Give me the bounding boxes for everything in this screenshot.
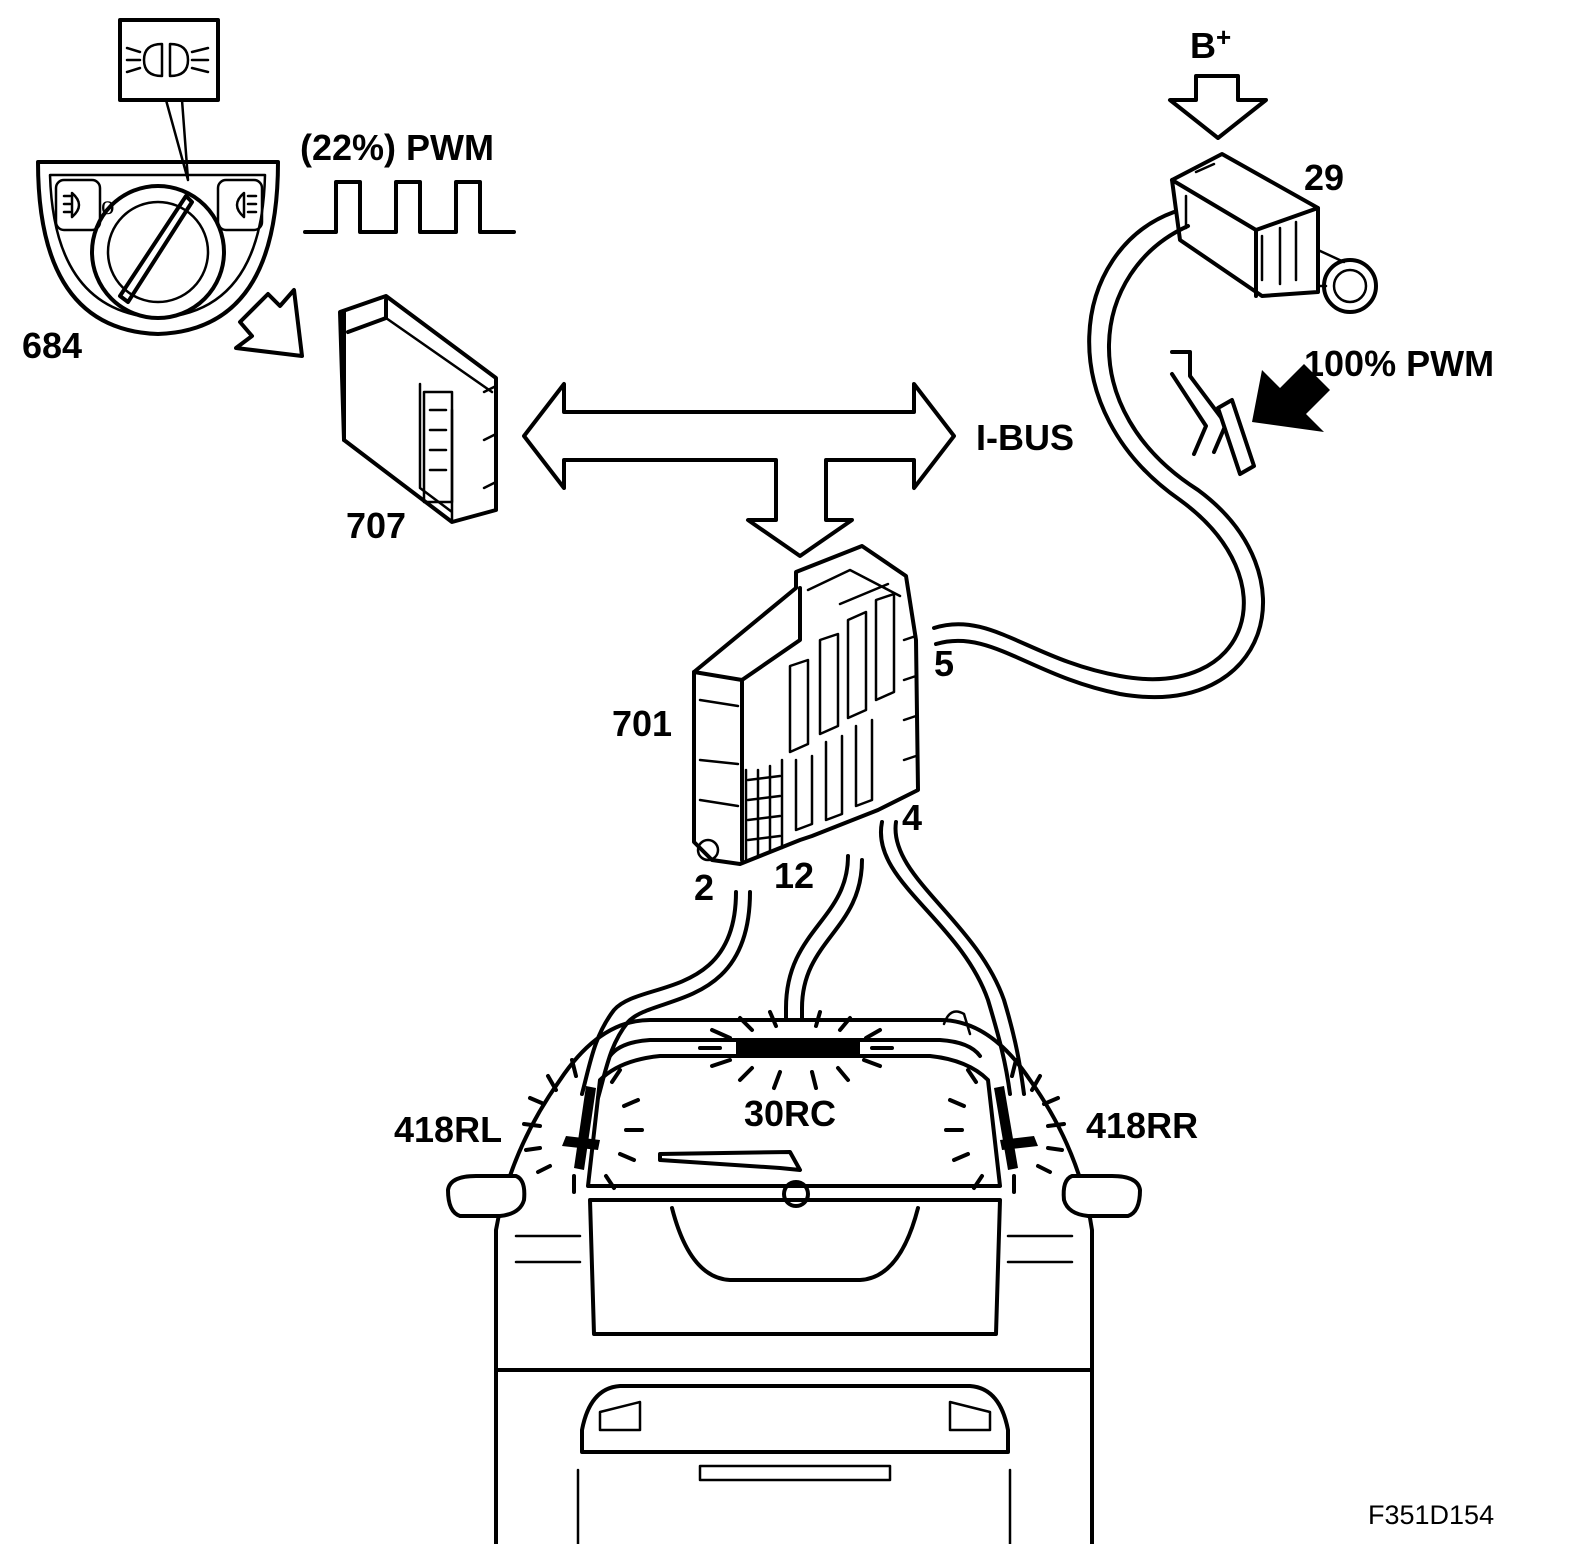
label-pin-12: 12 [774, 855, 814, 896]
brake-pedal [1170, 350, 1256, 476]
label-701: 701 [612, 703, 672, 744]
light-switch-684: o [36, 160, 280, 336]
label-pin-2: 2 [694, 867, 714, 908]
lamp-30rc [736, 1040, 860, 1056]
label-418rl: 418RL [394, 1109, 502, 1150]
label-418rr: 418RR [1086, 1105, 1198, 1146]
pedal-force-arrow [1252, 364, 1330, 432]
wire-29-to-pin5 [932, 210, 1265, 700]
fog-light-rear-icon [216, 178, 264, 232]
module-707 [338, 294, 498, 524]
figure-id: F351D154 [1368, 1500, 1494, 1530]
headlight-icon [125, 42, 210, 78]
label-707: 707 [346, 505, 406, 546]
vehicle-rear [446, 1010, 1142, 1544]
label-684: 684 [22, 325, 82, 366]
arrow-switch-to-707 [234, 288, 304, 358]
light-rays-30rc [698, 1010, 894, 1090]
label-29: 29 [1304, 157, 1344, 198]
label-battery: B+ [1190, 22, 1231, 66]
pwm-22-waveform [303, 180, 516, 234]
ibus-arrow [522, 382, 956, 558]
label-pin-4: 4 [902, 797, 922, 838]
label-pin-5: 5 [934, 643, 954, 684]
wire-pin12-to-30rc [784, 854, 864, 1022]
light-rays-418rr [944, 1058, 1066, 1194]
svg-text:o: o [101, 190, 115, 220]
lamp-418rr [994, 1086, 1038, 1170]
label-30rc: 30RC [744, 1093, 836, 1134]
fog-light-front-icon [54, 178, 102, 232]
brake-switch-29 [1170, 152, 1378, 314]
wire-pin4-to-418rr [878, 820, 1026, 1096]
label-pwm-22: (22%) PWM [300, 127, 494, 168]
headlight-callout [118, 18, 220, 182]
label-pwm-100: 100% PWM [1304, 343, 1494, 384]
module-701 [692, 544, 920, 866]
light-rays-418rl [522, 1058, 644, 1194]
wire-pin2-to-418rl [580, 890, 752, 1100]
label-ibus: I-BUS [976, 417, 1074, 458]
lamp-418rl [562, 1086, 600, 1170]
battery-arrow [1168, 74, 1268, 140]
